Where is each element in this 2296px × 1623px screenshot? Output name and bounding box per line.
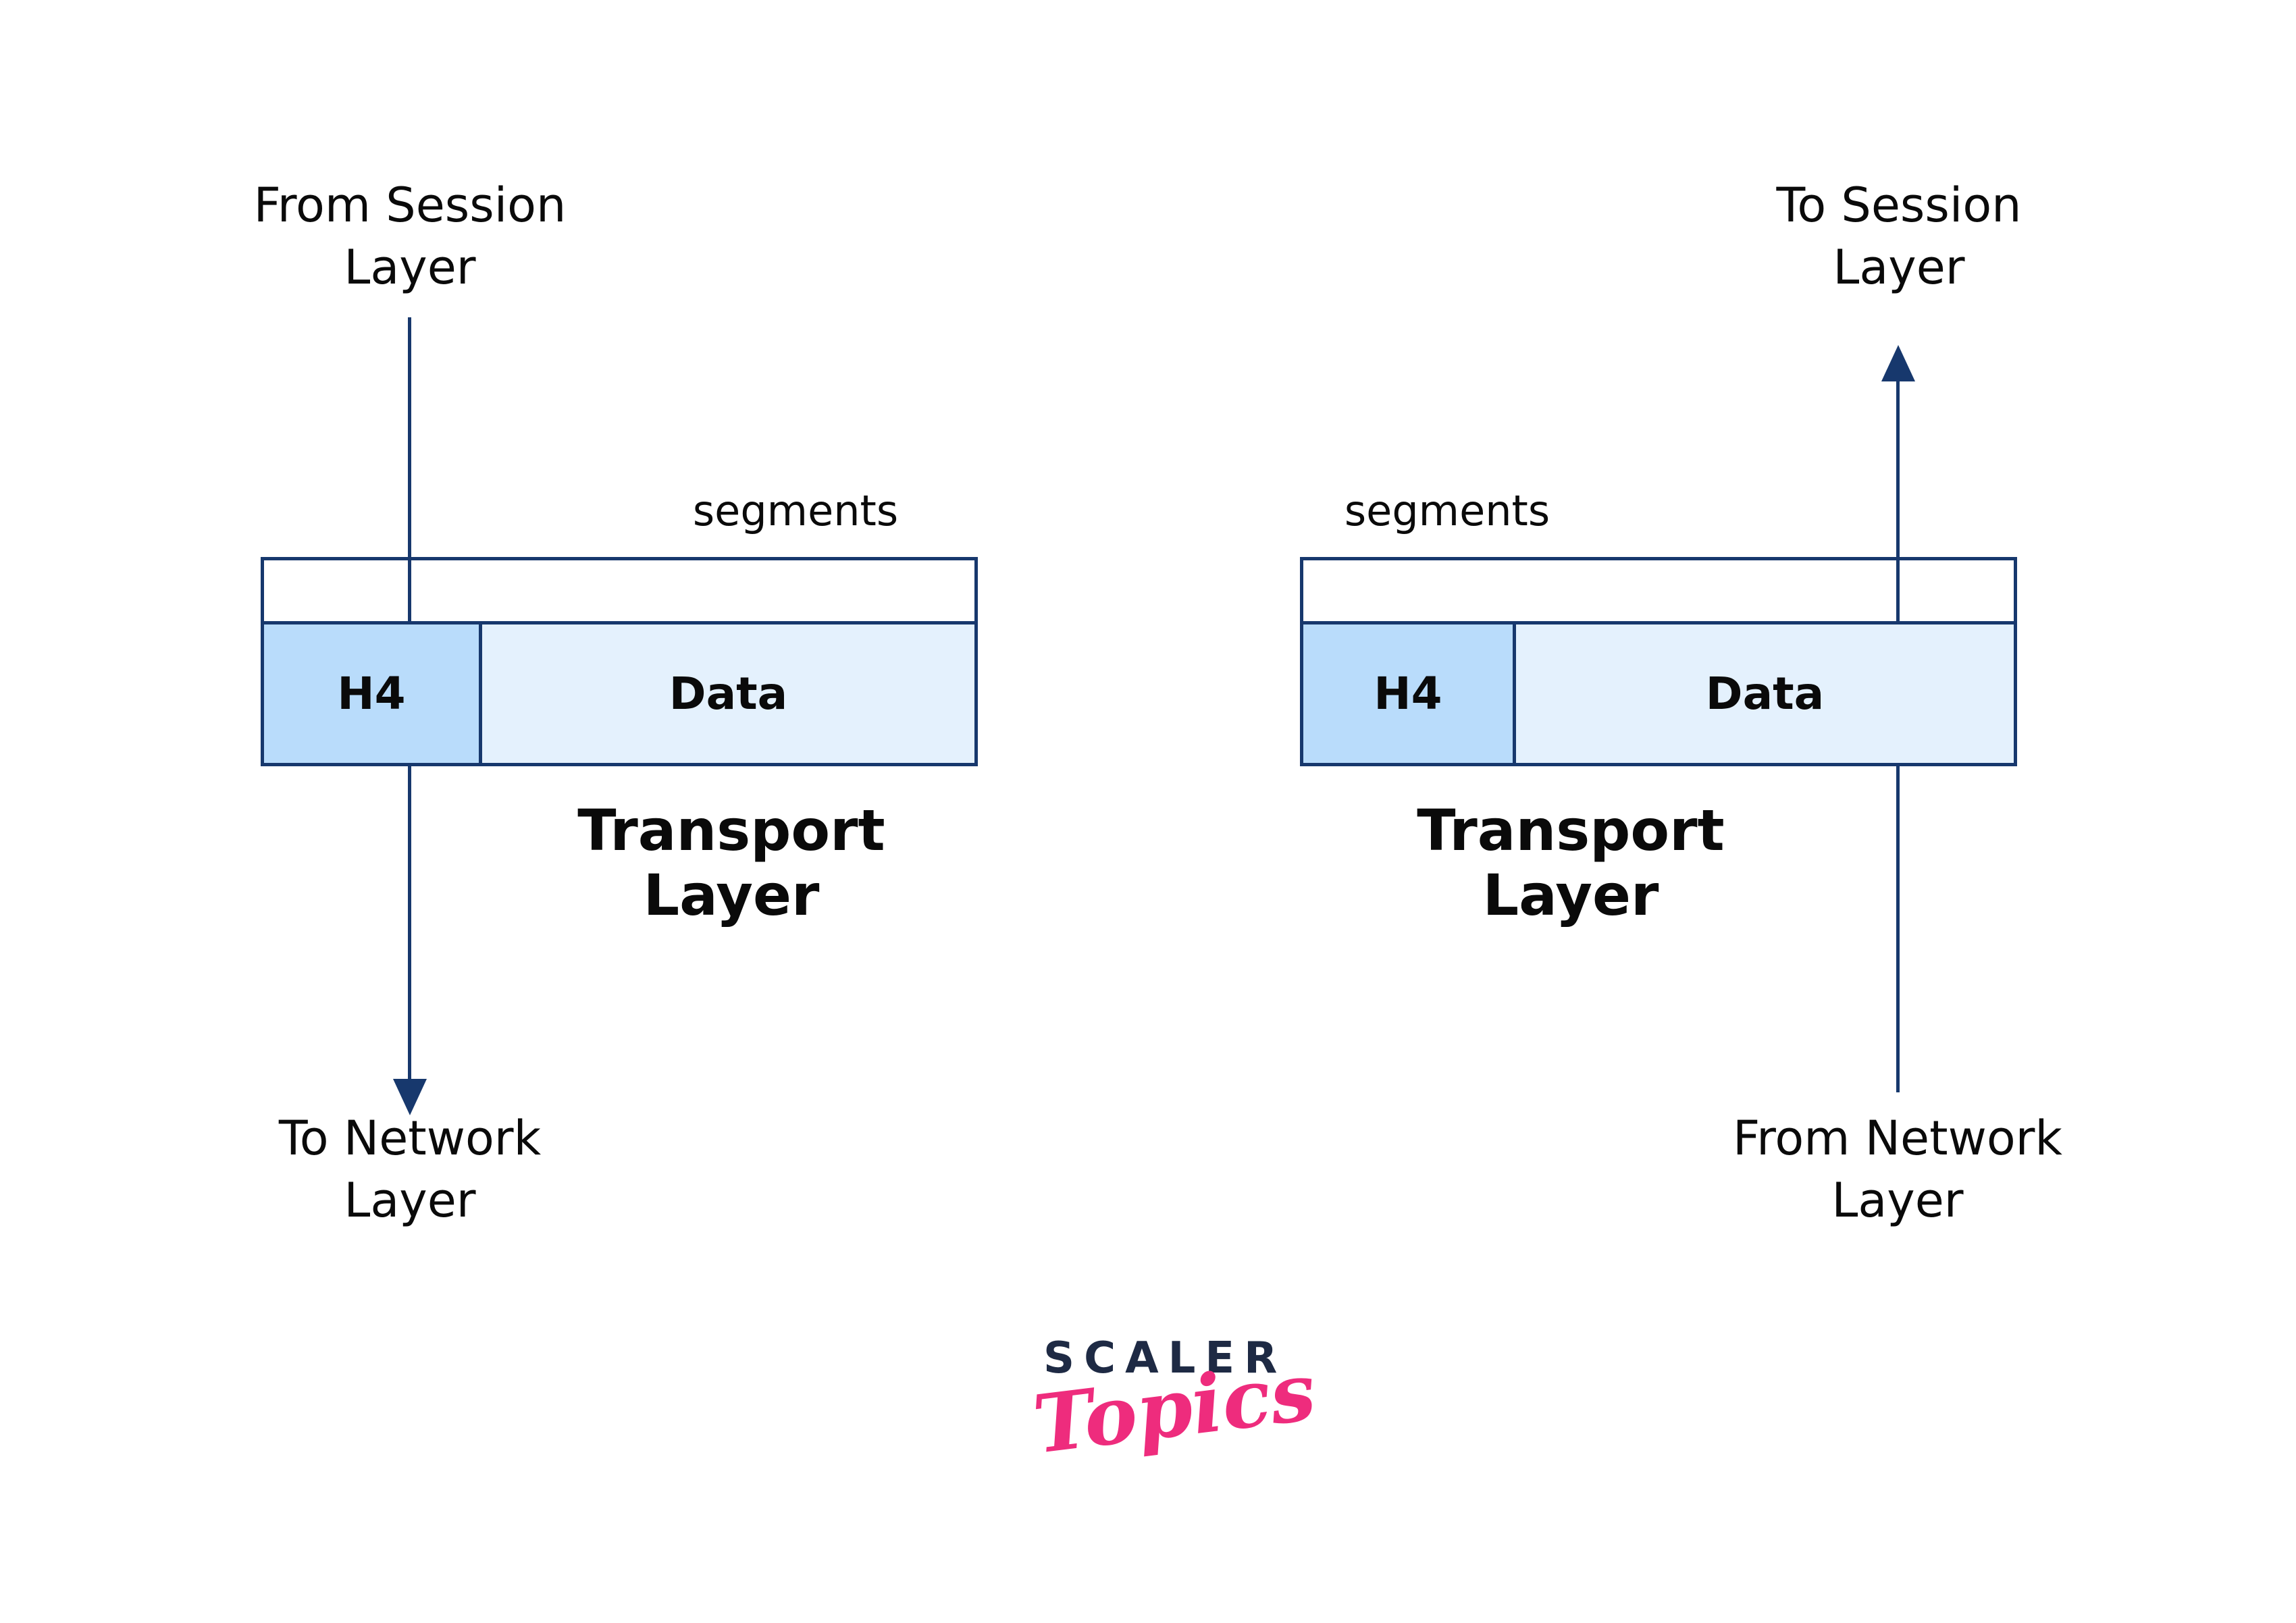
down-arrow-icon <box>393 1079 427 1115</box>
from-session-layer-label: From Session Layer <box>253 178 567 295</box>
to-session-layer-label: To Session Layer <box>1776 178 2022 295</box>
segments-label: segments <box>1344 486 1550 535</box>
to-network-layer-label: To Network Layer <box>278 1111 542 1228</box>
data-label: Data <box>669 668 788 720</box>
up-arrow-icon <box>1881 345 1915 381</box>
transport-layer-label: Transport Layer <box>1417 797 1725 928</box>
segment-row: H4 Data <box>261 621 978 766</box>
segment-outline-box <box>261 557 978 624</box>
from-network-layer-label: From Network Layer <box>1733 1111 2062 1228</box>
data-label: Data <box>1705 668 1825 720</box>
h4-label: H4 <box>337 668 406 720</box>
segment-row: H4 Data <box>1300 621 2017 766</box>
data-cell: Data <box>482 624 974 763</box>
scaler-wordmark: SCALER <box>1043 1333 1287 1383</box>
h4-cell: H4 <box>1303 624 1516 763</box>
h4-label: H4 <box>1374 668 1442 720</box>
data-cell: Data <box>1516 624 2014 763</box>
segment-outline-box <box>1300 557 2017 624</box>
segments-label: segments <box>692 486 899 535</box>
transport-layer-label: Transport Layer <box>577 797 885 928</box>
h4-cell: H4 <box>264 624 482 763</box>
